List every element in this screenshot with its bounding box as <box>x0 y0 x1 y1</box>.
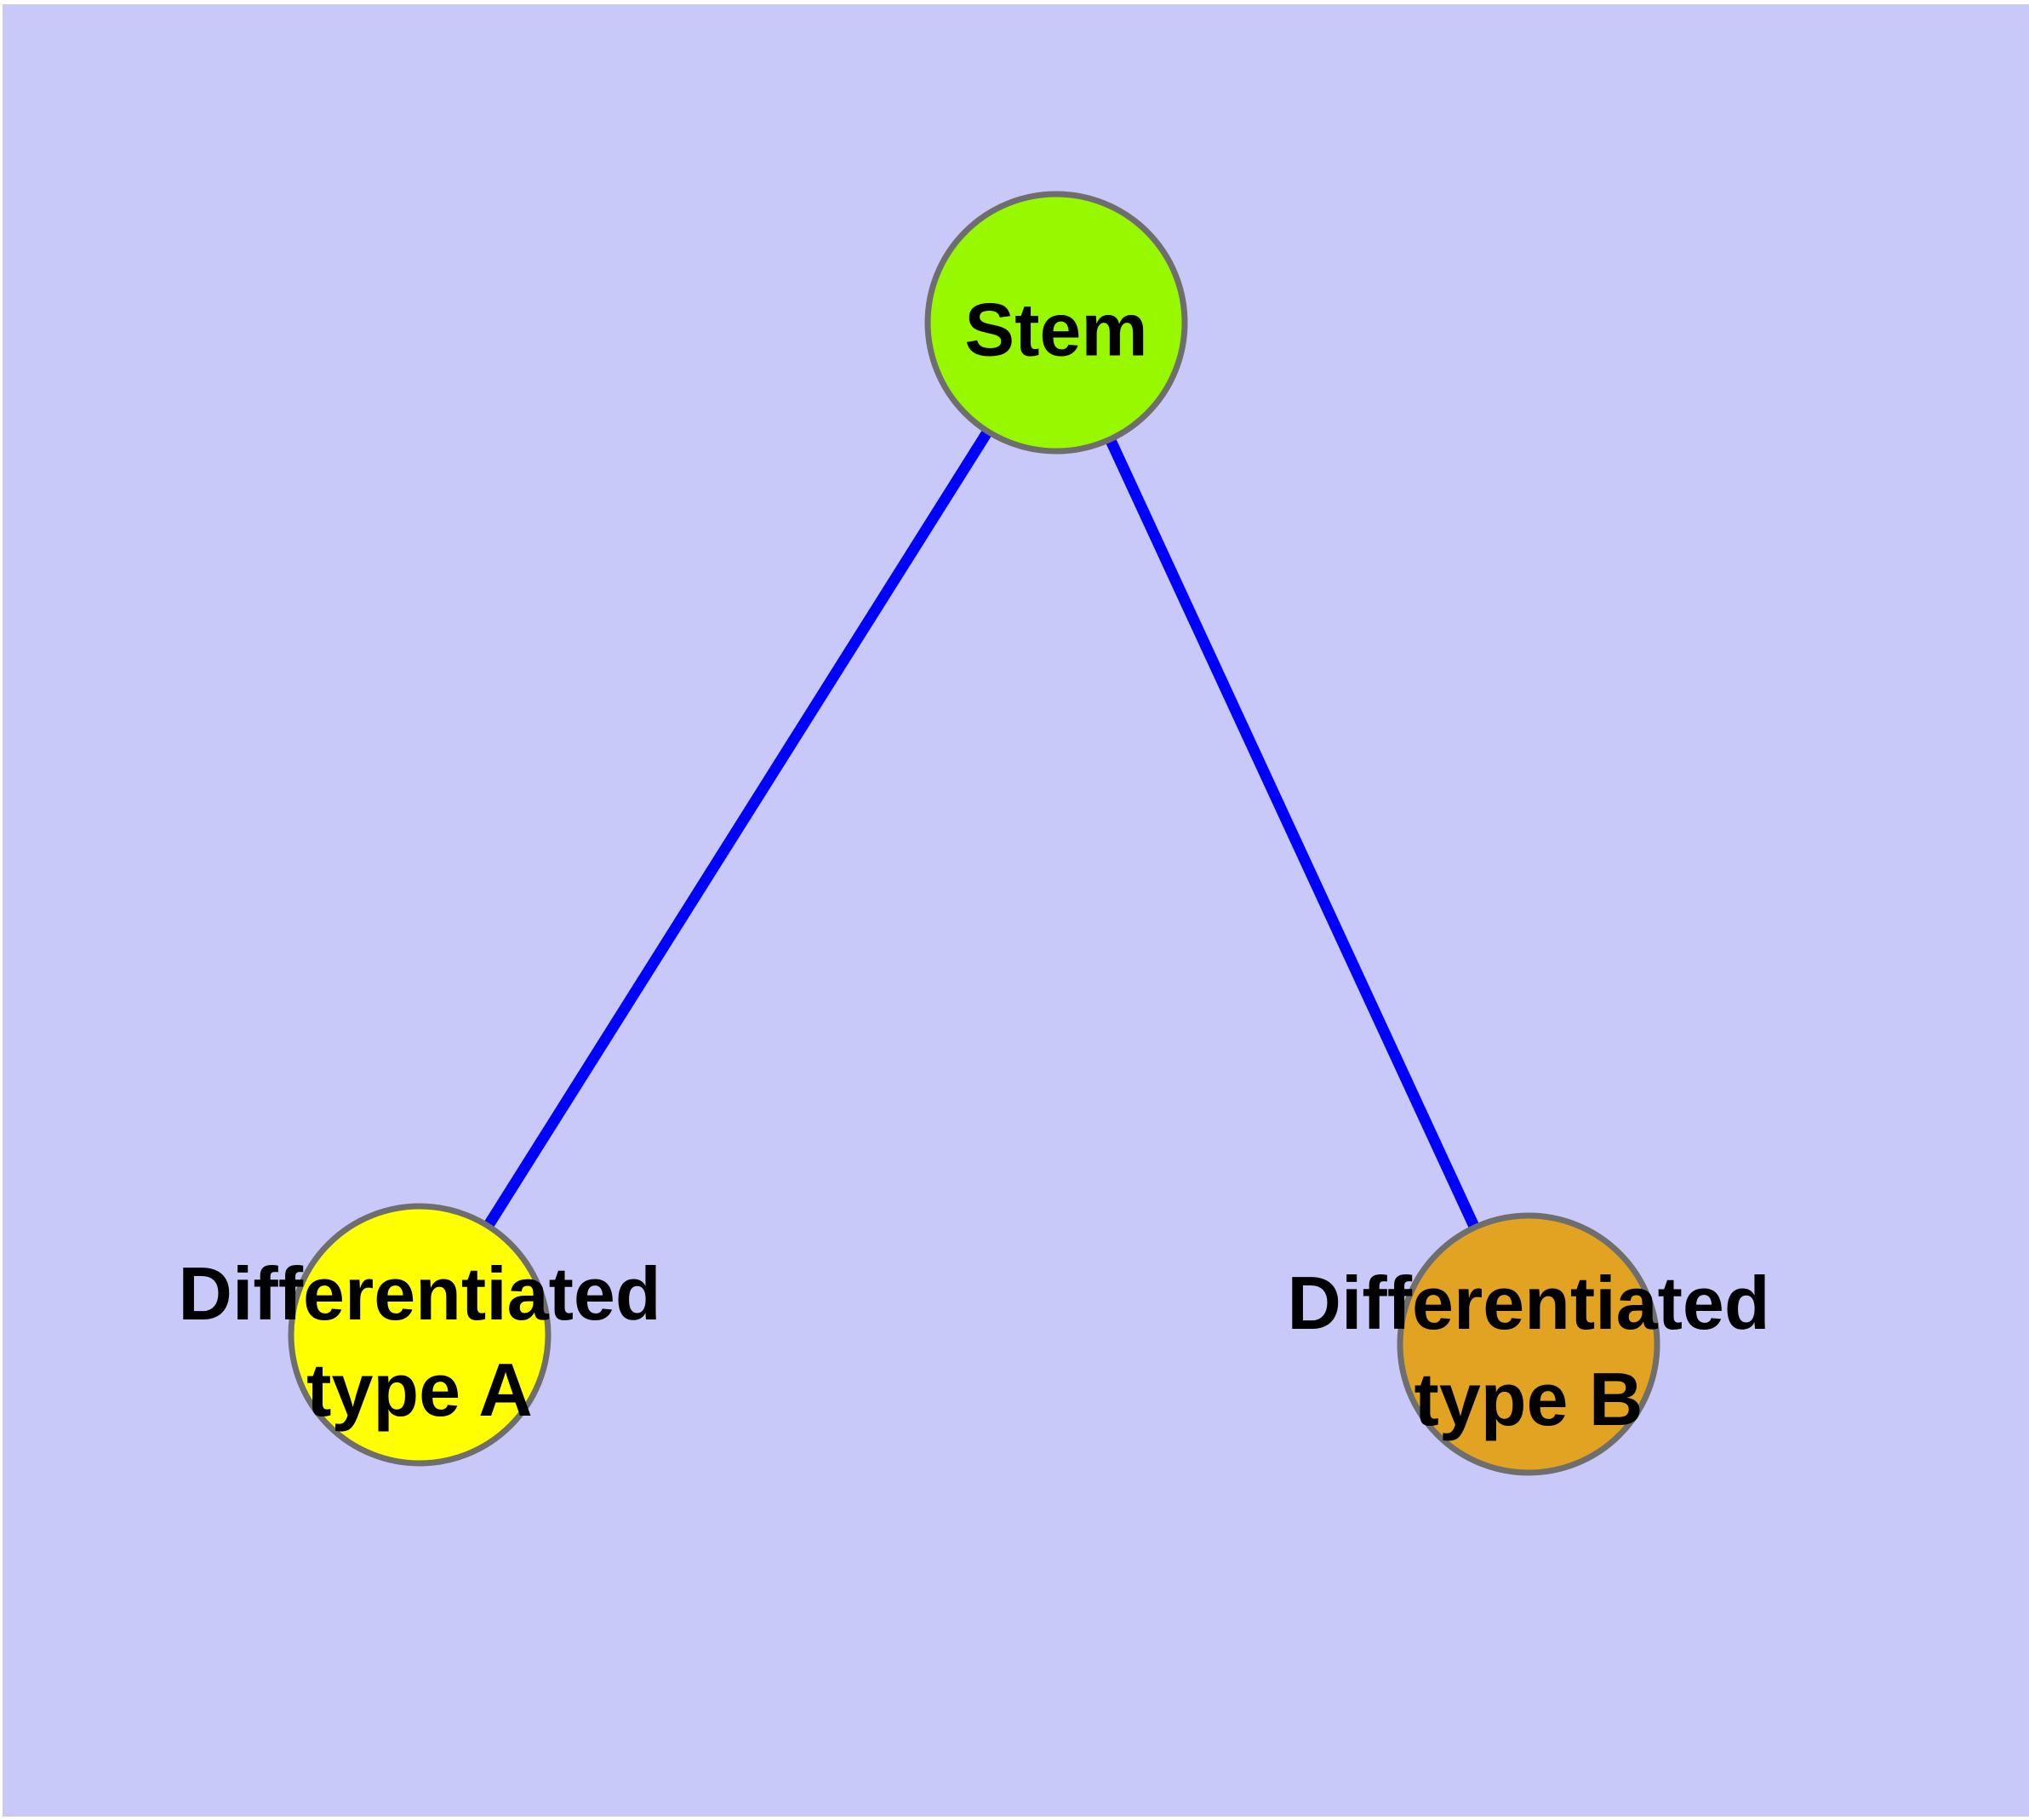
node-group <box>288 191 1660 1476</box>
edge-stem-typeB <box>1051 320 1534 1347</box>
edge-stem-typeA <box>414 319 1061 1338</box>
node-typeA[interactable] <box>288 1203 552 1467</box>
edge-group <box>414 319 1534 1347</box>
graph-svg <box>288 191 1660 1476</box>
node-stem[interactable] <box>924 191 1188 455</box>
node-typeB[interactable] <box>1397 1212 1660 1476</box>
